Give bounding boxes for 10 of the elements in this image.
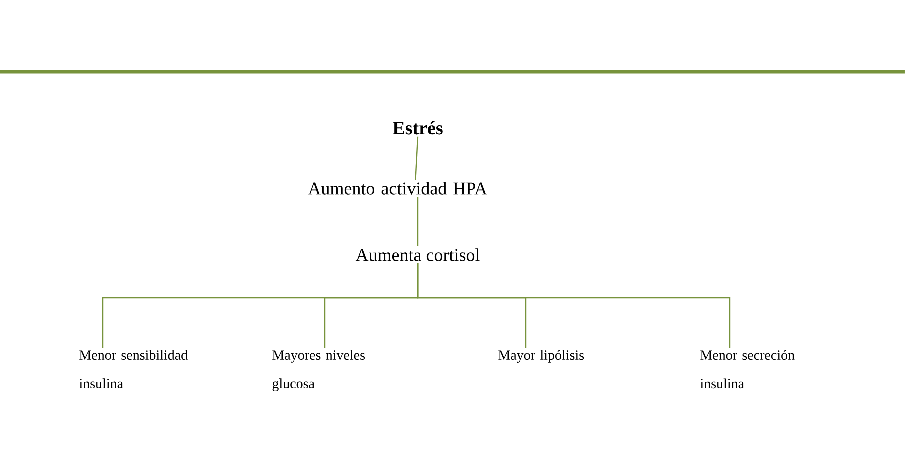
node-text: Aumento actividad HPA (308, 182, 488, 195)
connector-line (417, 264, 731, 348)
node-text: Mayores niveles glucosa (272, 350, 365, 392)
connector-line (417, 197, 419, 246)
node-text: Mayor lipólisis (498, 350, 584, 363)
connector-line (415, 136, 419, 180)
node-text: Estrés (393, 121, 443, 135)
node-text: Aumenta cortisol (356, 248, 480, 262)
node-text: Menor secreción insulina (700, 350, 795, 389)
node-text: Menor sensibilidad insulina (80, 350, 188, 389)
